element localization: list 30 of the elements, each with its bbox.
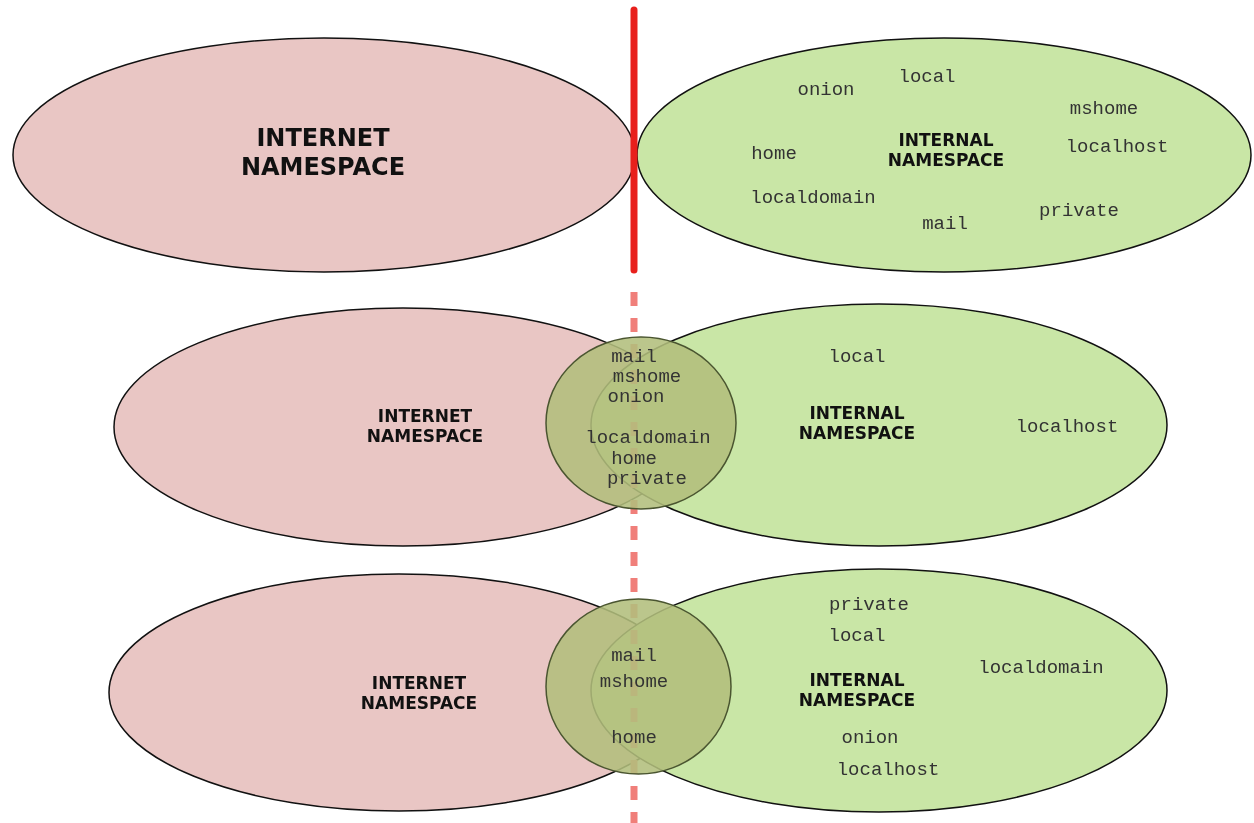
namespace-heading: INTERNET NAMESPACE [239, 124, 407, 182]
namespace-heading: INTERNAL NAMESPACE [797, 669, 917, 711]
domain-name: mshome [599, 671, 669, 693]
domain-name: home [611, 448, 657, 470]
namespace-heading: INTERNET NAMESPACE [359, 672, 479, 714]
domain-name: onion [797, 79, 855, 101]
domain-name: private [829, 594, 909, 616]
domain-name: localhost [1065, 136, 1169, 158]
domain-name: local [898, 66, 956, 88]
domain-name: localdomain [585, 427, 711, 449]
domain-name: mail [611, 645, 657, 667]
namespace-heading: INTERNAL NAMESPACE [886, 129, 1006, 171]
domain-name: onion [607, 386, 665, 408]
domain-name: home [611, 727, 657, 749]
domain-name: home [751, 143, 797, 165]
domain-name: mshome [612, 366, 682, 388]
domain-name: localdomain [978, 657, 1104, 679]
domain-name: private [1039, 200, 1119, 222]
namespace-heading: INTERNET NAMESPACE [365, 405, 485, 447]
domain-name: mail [611, 346, 657, 368]
domain-name: localdomain [750, 187, 876, 209]
namespace-heading: INTERNAL NAMESPACE [797, 402, 917, 444]
domain-name: localhost [1015, 416, 1119, 438]
domain-name: mail [922, 213, 968, 235]
domain-name: local [828, 346, 886, 368]
domain-name: private [607, 468, 687, 490]
domain-name: onion [841, 727, 899, 749]
domain-name: mshome [1069, 98, 1139, 120]
domain-name: localhost [836, 759, 940, 781]
domain-name: local [828, 625, 886, 647]
